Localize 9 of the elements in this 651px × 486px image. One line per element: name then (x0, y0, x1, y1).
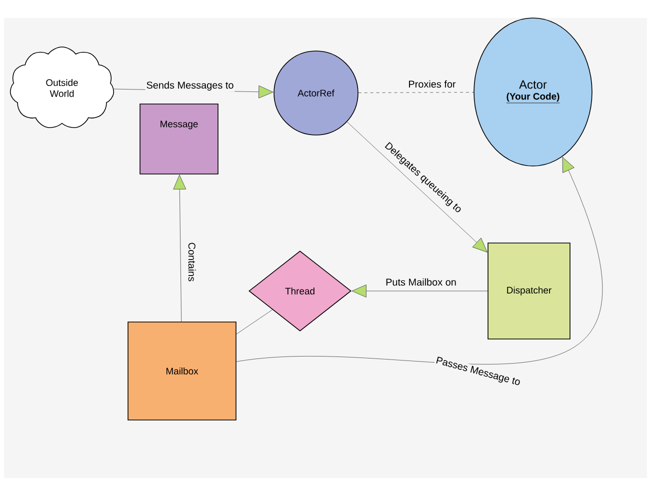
arrow (173, 174, 186, 322)
arrow (236, 156, 603, 364)
process-box: Dispatcher (488, 242, 570, 340)
edge-label: Sends Messages to (145, 80, 235, 92)
process-box: Mailbox (128, 322, 236, 420)
circle-node: ActorRef (274, 50, 358, 136)
arrow (346, 122, 488, 252)
arrow (352, 284, 488, 298)
ellipse-node: Actor (Your Code) (474, 18, 592, 166)
